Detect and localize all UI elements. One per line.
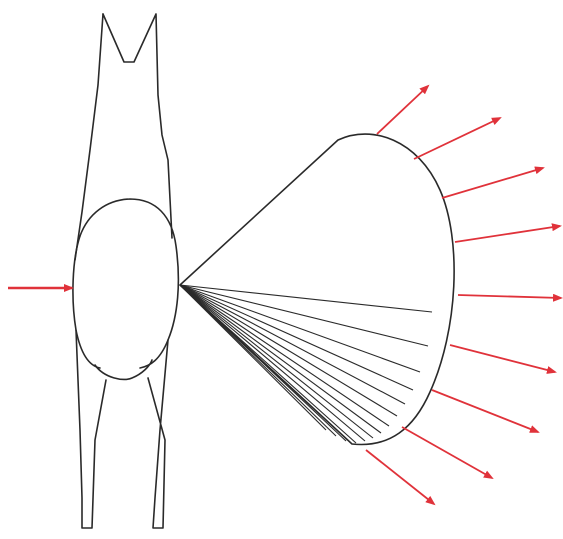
outgoing-arrow xyxy=(458,295,561,298)
fan-lines xyxy=(180,285,432,443)
animal-outline xyxy=(73,14,178,528)
outgoing-arrow xyxy=(442,168,543,198)
fan-line xyxy=(180,285,389,426)
animal-inner-legs xyxy=(95,360,152,379)
fan-line xyxy=(180,285,381,433)
fan-line xyxy=(180,285,373,438)
animal-left-leg xyxy=(76,330,106,528)
animal-head-neck xyxy=(103,14,172,238)
outgoing-arrow xyxy=(455,226,560,242)
animal-body xyxy=(80,199,178,368)
outgoing-arrow xyxy=(414,118,500,159)
outgoing-arrow xyxy=(366,450,434,504)
fan-line xyxy=(180,285,365,441)
outgoing-arrows xyxy=(366,86,561,504)
outgoing-arrow xyxy=(450,345,555,372)
fan-line xyxy=(180,285,428,346)
animal-right-leg xyxy=(148,340,168,528)
fan-line xyxy=(180,285,413,390)
fan-line xyxy=(180,285,326,430)
outgoing-arrow xyxy=(432,390,538,432)
outgoing-arrow xyxy=(377,86,428,134)
animal-neck-left xyxy=(75,14,103,260)
outgoing-arrow xyxy=(402,427,492,478)
